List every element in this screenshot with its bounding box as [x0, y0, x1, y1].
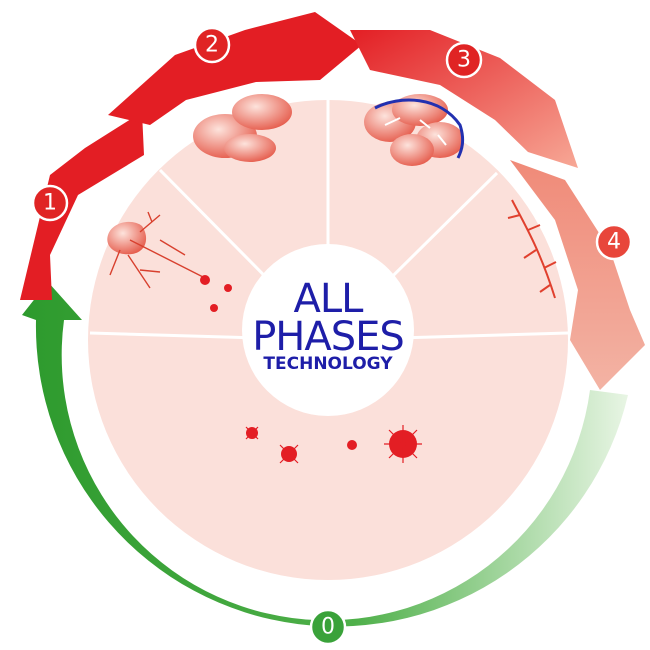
step-badge-2: 2 — [193, 26, 231, 64]
svg-text:3: 3 — [457, 48, 471, 73]
tumor-mass-icon — [193, 94, 292, 162]
svg-text:4: 4 — [607, 230, 621, 255]
svg-text:1: 1 — [43, 191, 57, 216]
neuron-icon — [107, 211, 232, 312]
tumor-cells-icon — [245, 425, 422, 464]
step-badge-0: 0 — [309, 608, 347, 646]
red-arrow-segment-1 — [20, 112, 144, 300]
pie-dividers — [89, 100, 569, 342]
red-arrow-segment-4 — [510, 160, 645, 390]
svg-text:0: 0 — [321, 615, 335, 640]
red-arrow-segment-2 — [108, 12, 362, 125]
center-line-3: TECHNOLOGY — [263, 354, 393, 374]
center-line-2: PHASES — [252, 314, 404, 360]
step-badge-3: 3 — [445, 41, 483, 79]
red-arrow-segment-3 — [350, 30, 578, 168]
center-line-1: ALL — [294, 276, 365, 322]
step-badge-4: 4 — [595, 223, 633, 261]
step-badge-1: 1 — [31, 184, 69, 222]
center-title: ALL PHASES TECHNOLOGY — [252, 276, 405, 374]
center-circle — [242, 244, 414, 416]
svg-text:2: 2 — [205, 33, 219, 58]
blood-vessel-icon — [507, 199, 557, 299]
vascularized-tumor-icon — [364, 94, 465, 166]
